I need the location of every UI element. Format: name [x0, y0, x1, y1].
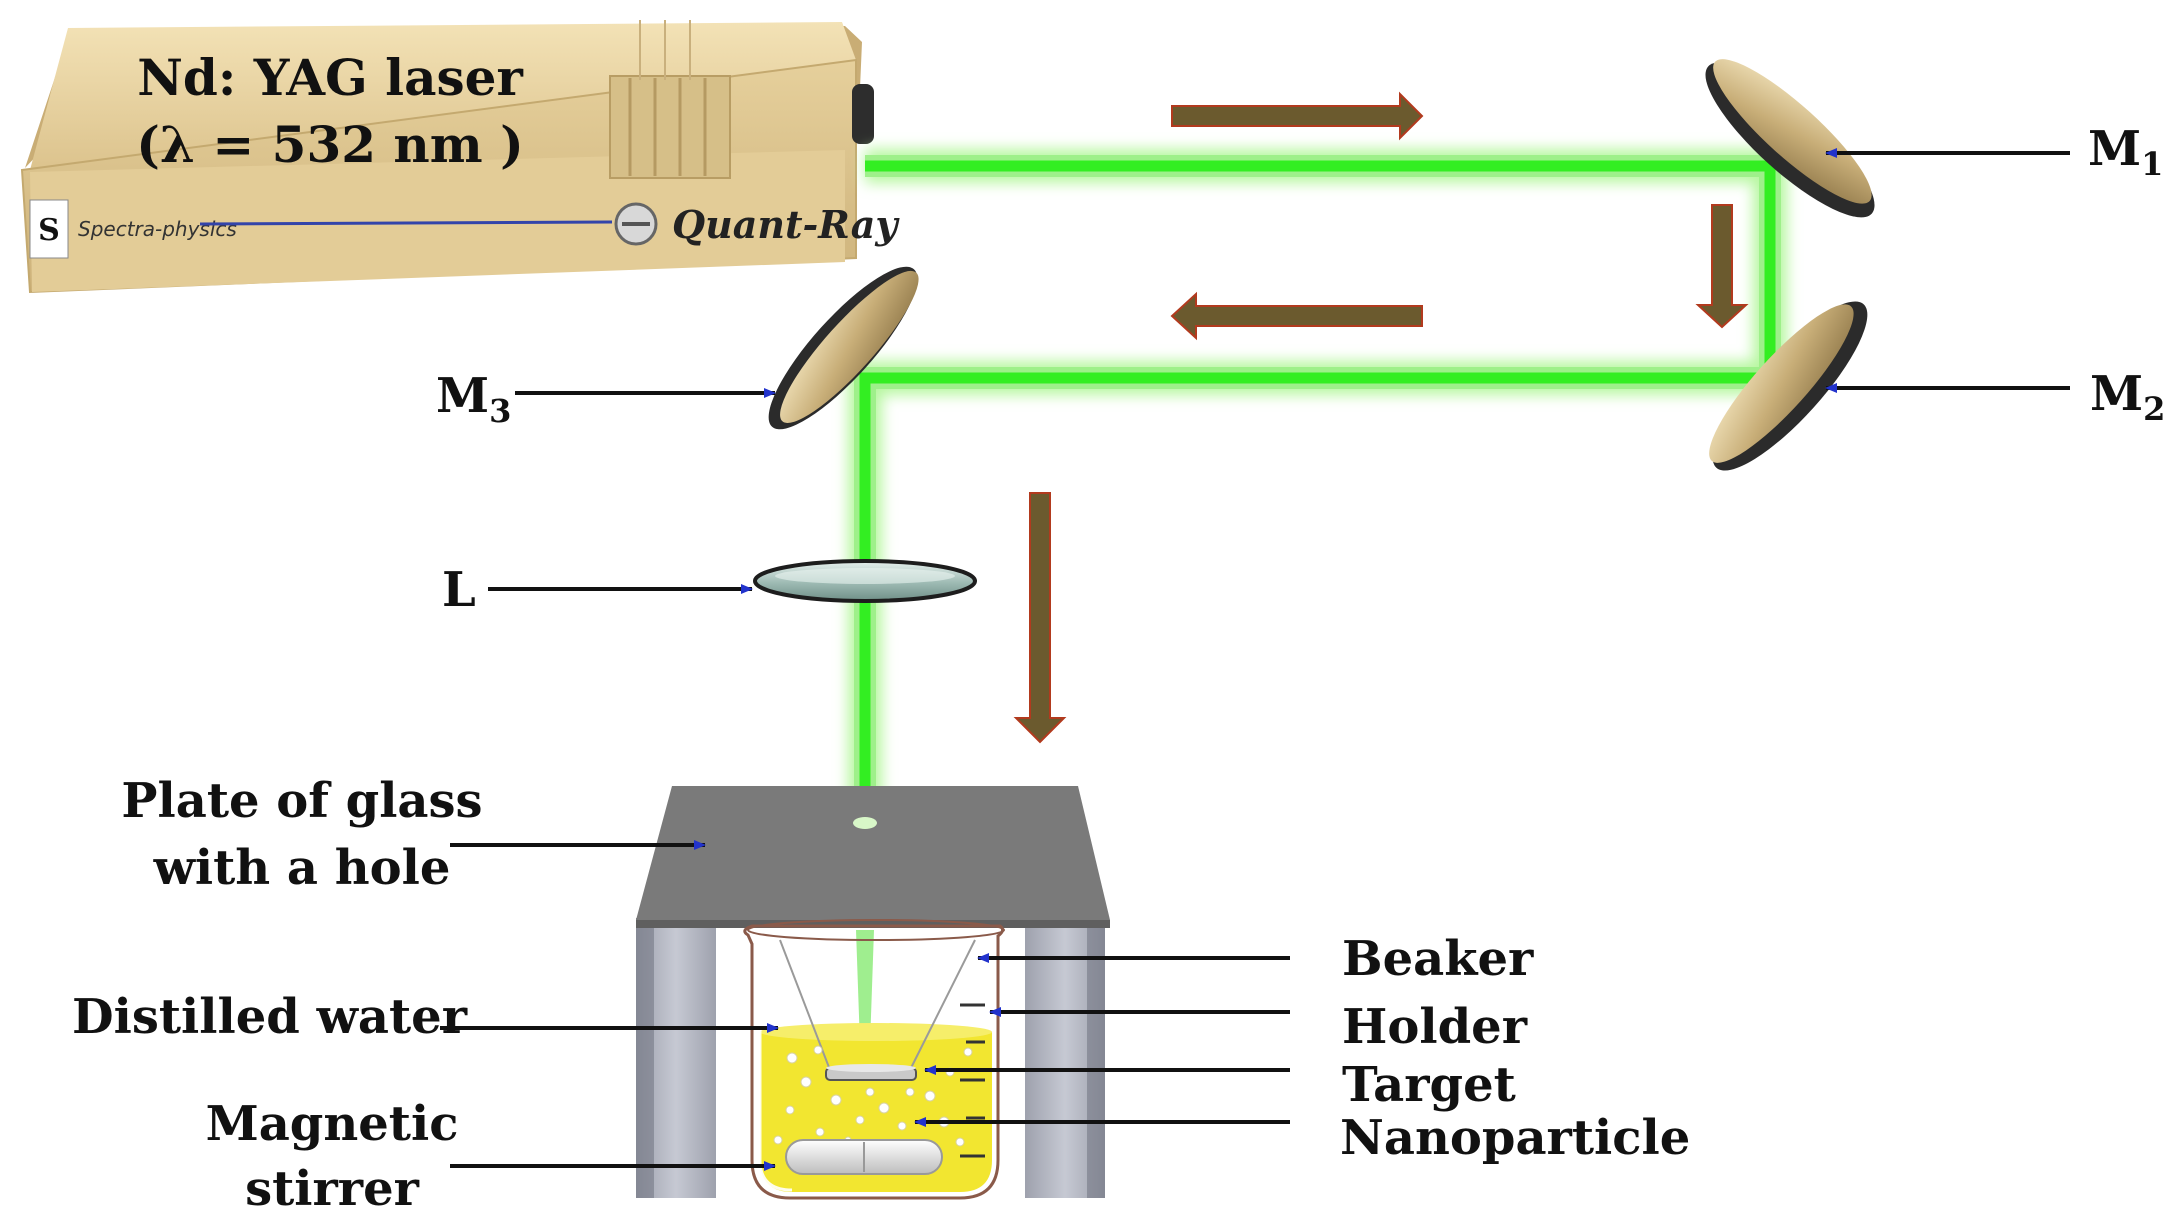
- target: [825, 1064, 917, 1081]
- maker-logo-icon: S: [38, 213, 60, 248]
- label-distilled-water: Distilled water: [72, 989, 468, 1045]
- laser-panel-line: [199, 220, 613, 226]
- glass-plate: [636, 786, 1110, 928]
- magnetic-stirrer: [785, 1139, 943, 1175]
- label-beaker: Beaker: [1342, 931, 1534, 987]
- laser-brand: Quant-Ray: [672, 202, 900, 247]
- labels: M1 M2 M3 L Plate of glass with a hole Di…: [72, 121, 2165, 1217]
- laser-wavelength: (λ = 532 nm ): [136, 115, 524, 174]
- mirror-m2: [1709, 301, 1868, 471]
- sample-holder: [636, 918, 1105, 1198]
- plate-hole: [853, 817, 877, 829]
- label-m1: M1: [2088, 121, 2163, 183]
- mirror-m1: [1705, 59, 1875, 218]
- label-magnetic-line2: stirrer: [245, 1161, 420, 1217]
- beam-direction-arrows: [1013, 91, 1749, 744]
- flow-arrow-down-right: [1695, 204, 1749, 329]
- flow-arrow-left: [1170, 291, 1423, 341]
- laser-title: Nd: YAG laser: [137, 48, 523, 107]
- flow-arrow-right: [1171, 91, 1424, 141]
- nanoparticles: [773, 1045, 973, 1147]
- pointer-arrows: [440, 148, 2070, 1171]
- maker-logo-box: [29, 199, 69, 259]
- laser-heat-sink: [609, 20, 731, 179]
- laser-aperture: [852, 84, 874, 144]
- label-target: Target: [1342, 1057, 1516, 1113]
- laser-maker: Spectra-physics: [78, 217, 237, 241]
- label-lens: L: [442, 562, 476, 618]
- label-holder: Holder: [1342, 999, 1528, 1055]
- label-magnetic-line1: Magnetic: [206, 1096, 459, 1152]
- laser-top-face: [30, 22, 856, 170]
- laser-front-panel: [30, 150, 845, 292]
- flow-arrow-down: [1013, 492, 1067, 744]
- label-m2: M2: [2090, 366, 2165, 428]
- label-plate-line2: with a hole: [153, 840, 451, 896]
- label-plate-line1: Plate of glass: [121, 773, 482, 829]
- label-nanoparticle: Nanoparticle: [1340, 1110, 1690, 1166]
- label-m3: M3: [436, 368, 511, 430]
- mirror-m3: [768, 266, 919, 430]
- focusing-lens: [753, 559, 977, 603]
- nd-yag-laser: Nd: YAG laser (λ = 532 nm ) S Spectra-ph…: [20, 20, 900, 294]
